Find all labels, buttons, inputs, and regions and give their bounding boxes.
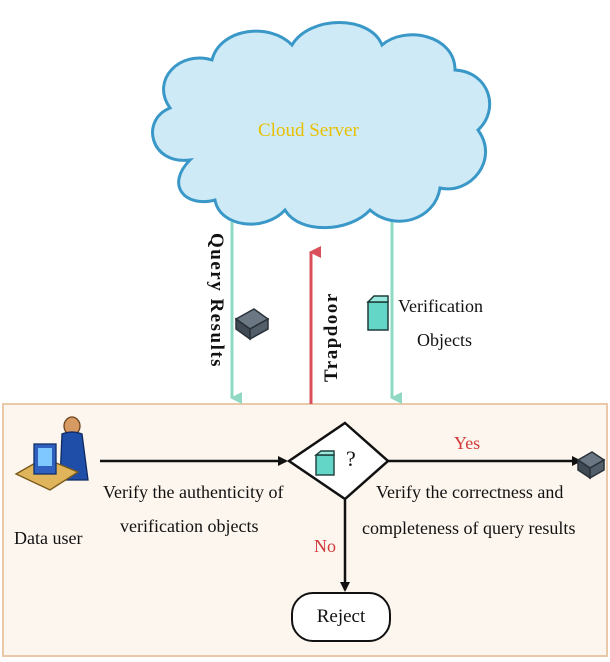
cloud-icon [151,21,492,230]
verify-correctness-line2: completeness of query results [362,518,576,538]
decision-folder-icon [314,450,335,476]
folder-icon [366,295,389,331]
query-results-label: Query Results [206,233,227,369]
verify-correctness-line1: Verify the correctness and [376,482,564,502]
database-icon [234,308,270,341]
verification-label-line1: Verification [398,296,483,316]
decision-question-mark: ? [346,446,356,471]
data-user-icon [14,416,89,491]
reject-label: Reject [316,606,366,627]
trapdoor-label: Trapdoor [321,292,342,382]
output-database-icon [576,451,606,480]
no-label: No [314,536,336,556]
data-user-label: Data user [14,528,83,548]
decision-diamond [286,421,390,501]
verify-authenticity-line2: verification objects [120,516,259,536]
verify-authenticity-line1: Verify the authenticity of [103,482,284,502]
yes-label: Yes [454,433,481,453]
verification-label-line2: Objects [417,330,472,350]
reject-terminal: Reject [291,592,391,642]
cloud-server-label: Cloud Server [258,120,359,141]
